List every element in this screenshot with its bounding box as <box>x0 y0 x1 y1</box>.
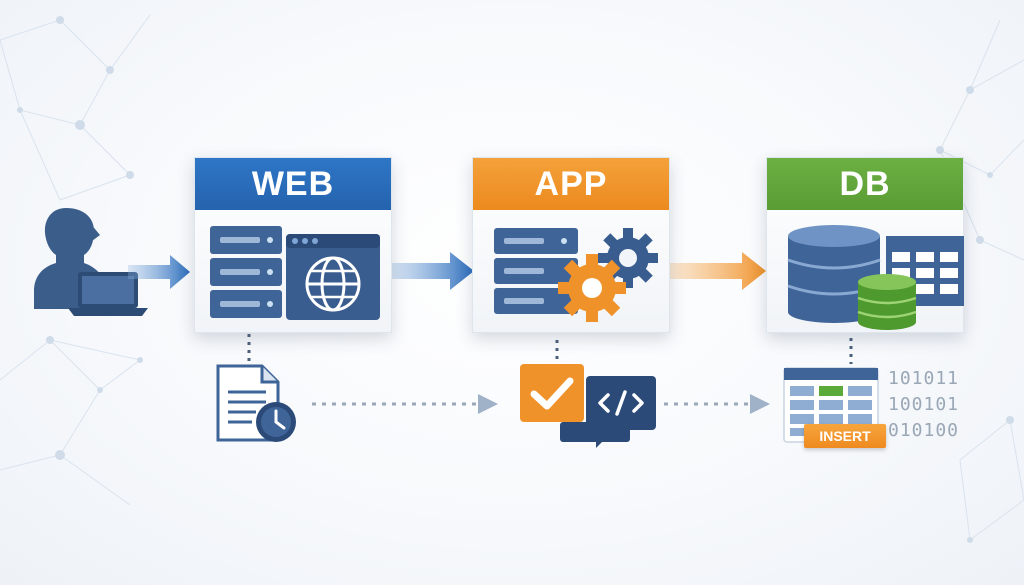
arrow-web-to-app <box>388 252 474 290</box>
app-server-icon <box>494 228 578 314</box>
table-sheet-icon <box>783 367 879 443</box>
gears-icon <box>558 228 658 322</box>
arrow-logic-to-table <box>664 394 770 414</box>
arrow-app-to-db <box>668 252 766 290</box>
code-tag-icon <box>560 376 656 448</box>
laptop-icon <box>68 272 148 316</box>
app-tier-title: APP <box>473 158 669 210</box>
browser-globe-icon <box>286 234 380 320</box>
binary-line-3: 010100 <box>888 420 960 441</box>
checkmark-icon <box>520 364 584 422</box>
document-clock-icon <box>216 364 296 442</box>
binary-line-1: 101011 <box>888 368 960 389</box>
db-tier-title: DB <box>767 158 963 210</box>
arrow-user-to-web <box>128 255 190 289</box>
web-tier-title: WEB <box>195 158 391 210</box>
connector-db-down <box>849 338 853 364</box>
insert-badge: INSERT <box>804 424 886 448</box>
connector-web-down <box>247 334 251 364</box>
arrow-doc-to-logic <box>312 394 498 414</box>
server-rack-icon <box>210 226 282 318</box>
small-database-icon <box>857 274 917 330</box>
binary-line-2: 100101 <box>888 394 960 415</box>
